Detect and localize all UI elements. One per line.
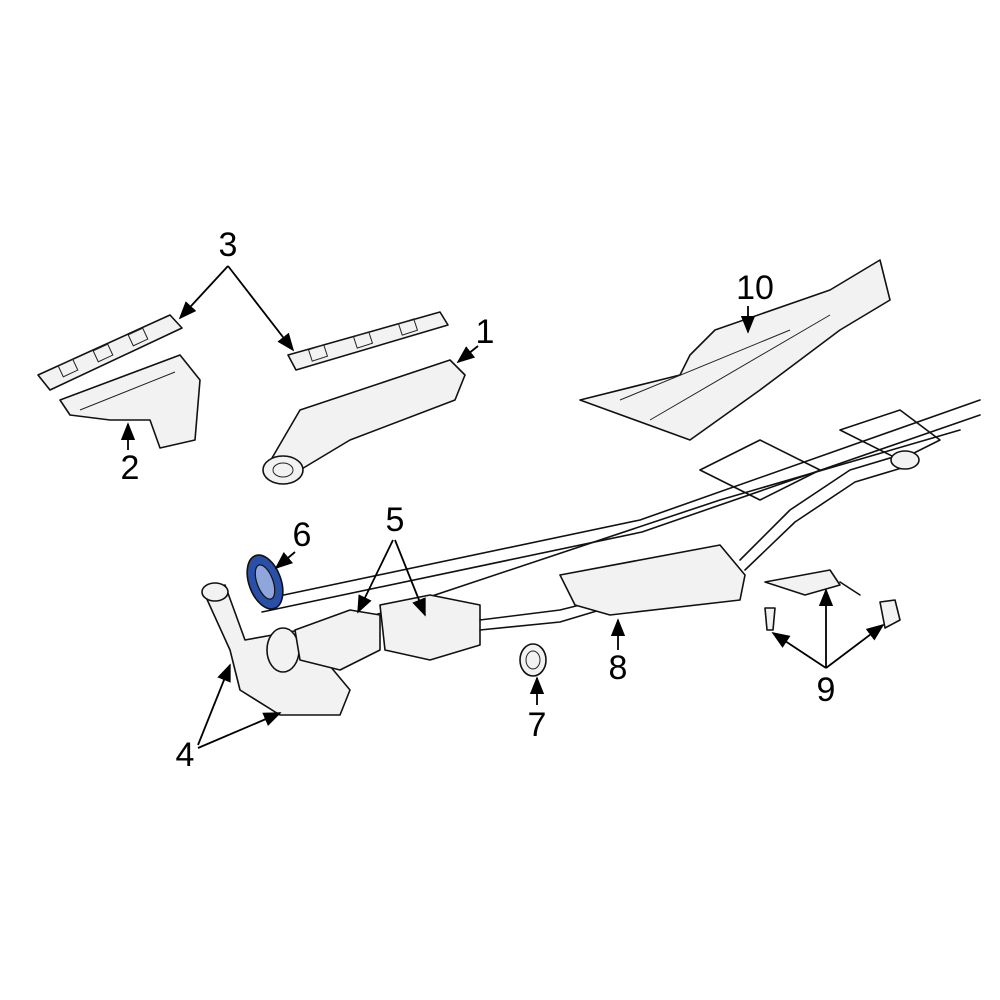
callout-5: 5 [385,501,405,539]
part-6-gasket-highlighted[interactable] [240,550,289,614]
leader-lines [120,265,885,749]
callout-3: 3 [218,226,238,264]
callout-1: 1 [475,313,495,351]
part-7-seal [519,643,547,677]
callout-7: 7 [527,706,547,744]
callout-4: 4 [175,736,195,774]
callout-10: 10 [736,269,774,307]
part-5-catalytic-converters [294,594,601,671]
part-1-exhaust-manifold-right [262,359,466,485]
part-9-hangers [764,569,901,631]
part-10-heat-shield [579,259,891,441]
part-3-manifold-gaskets [37,311,449,391]
callout-6: 6 [292,516,312,554]
callout-8: 8 [608,649,628,687]
part-8-muffler [559,450,920,616]
vehicle-frame [259,399,981,641]
callout-9: 9 [816,671,836,709]
part-2-exhaust-manifold-left [59,354,201,449]
callout-2: 2 [120,449,140,487]
